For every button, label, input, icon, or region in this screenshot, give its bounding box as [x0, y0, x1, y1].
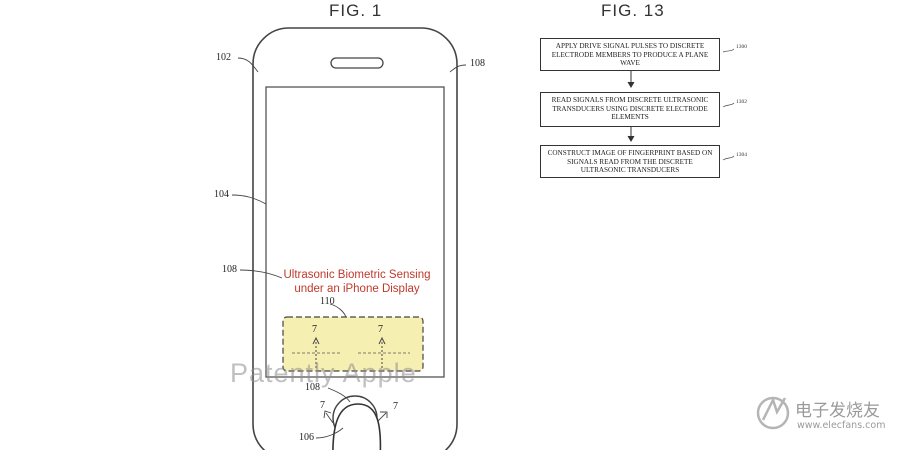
elecfans-logo-cn: 电子发烧友	[795, 401, 880, 421]
ref-110: 110	[320, 296, 335, 307]
fig1-title: FIG. 1	[329, 1, 383, 20]
elecfans-logo-icon	[756, 396, 790, 430]
ref-7-button-right: 7	[393, 401, 398, 412]
finger-outline	[332, 403, 382, 450]
sensing-caption-line1: Ultrasonic Biometric Sensing	[283, 269, 431, 281]
ref-7-left: 7	[312, 324, 317, 335]
flow-ref-1304: 1304	[736, 152, 747, 158]
patently-apple-watermark: Patently Apple	[230, 358, 417, 388]
ref-106: 106	[299, 432, 314, 443]
sensing-caption-line2: under an iPhone Display	[294, 283, 420, 295]
sensing-caption: Ultrasonic Biometric Sensing under an iP…	[282, 268, 432, 296]
ref-108-mid: 108	[222, 264, 237, 275]
flow-step-1302: READ SIGNALS FROM DISCRETE ULTRASONIC TR…	[540, 92, 720, 127]
flow-ref-1302: 1302	[736, 99, 747, 105]
ref-108-top: 108	[470, 58, 485, 69]
phone-body	[252, 27, 458, 450]
elecfans-logo-url: www.elecfans.com	[797, 420, 886, 431]
sensing-area	[282, 316, 424, 372]
phone-display	[265, 86, 445, 378]
flow-step-1300: APPLY DRIVE SIGNAL PULSES TO DISCRETE EL…	[540, 38, 720, 71]
flow-ref-1300: 1300	[736, 44, 747, 50]
ref-104: 104	[214, 189, 229, 200]
flow-step-1304: CONSTRUCT IMAGE OF FINGERPRINT BASED ON …	[540, 145, 720, 178]
ref-108-bottom: 108	[305, 382, 320, 393]
speaker-slot	[330, 57, 384, 69]
ref-7-button-left: 7	[320, 400, 325, 411]
ref-7-right: 7	[378, 324, 383, 335]
elecfans-logo: 电子发烧友 www.elecfans.com	[755, 388, 895, 443]
ref-102: 102	[216, 52, 231, 63]
fig13-title: FIG. 13	[601, 1, 665, 20]
